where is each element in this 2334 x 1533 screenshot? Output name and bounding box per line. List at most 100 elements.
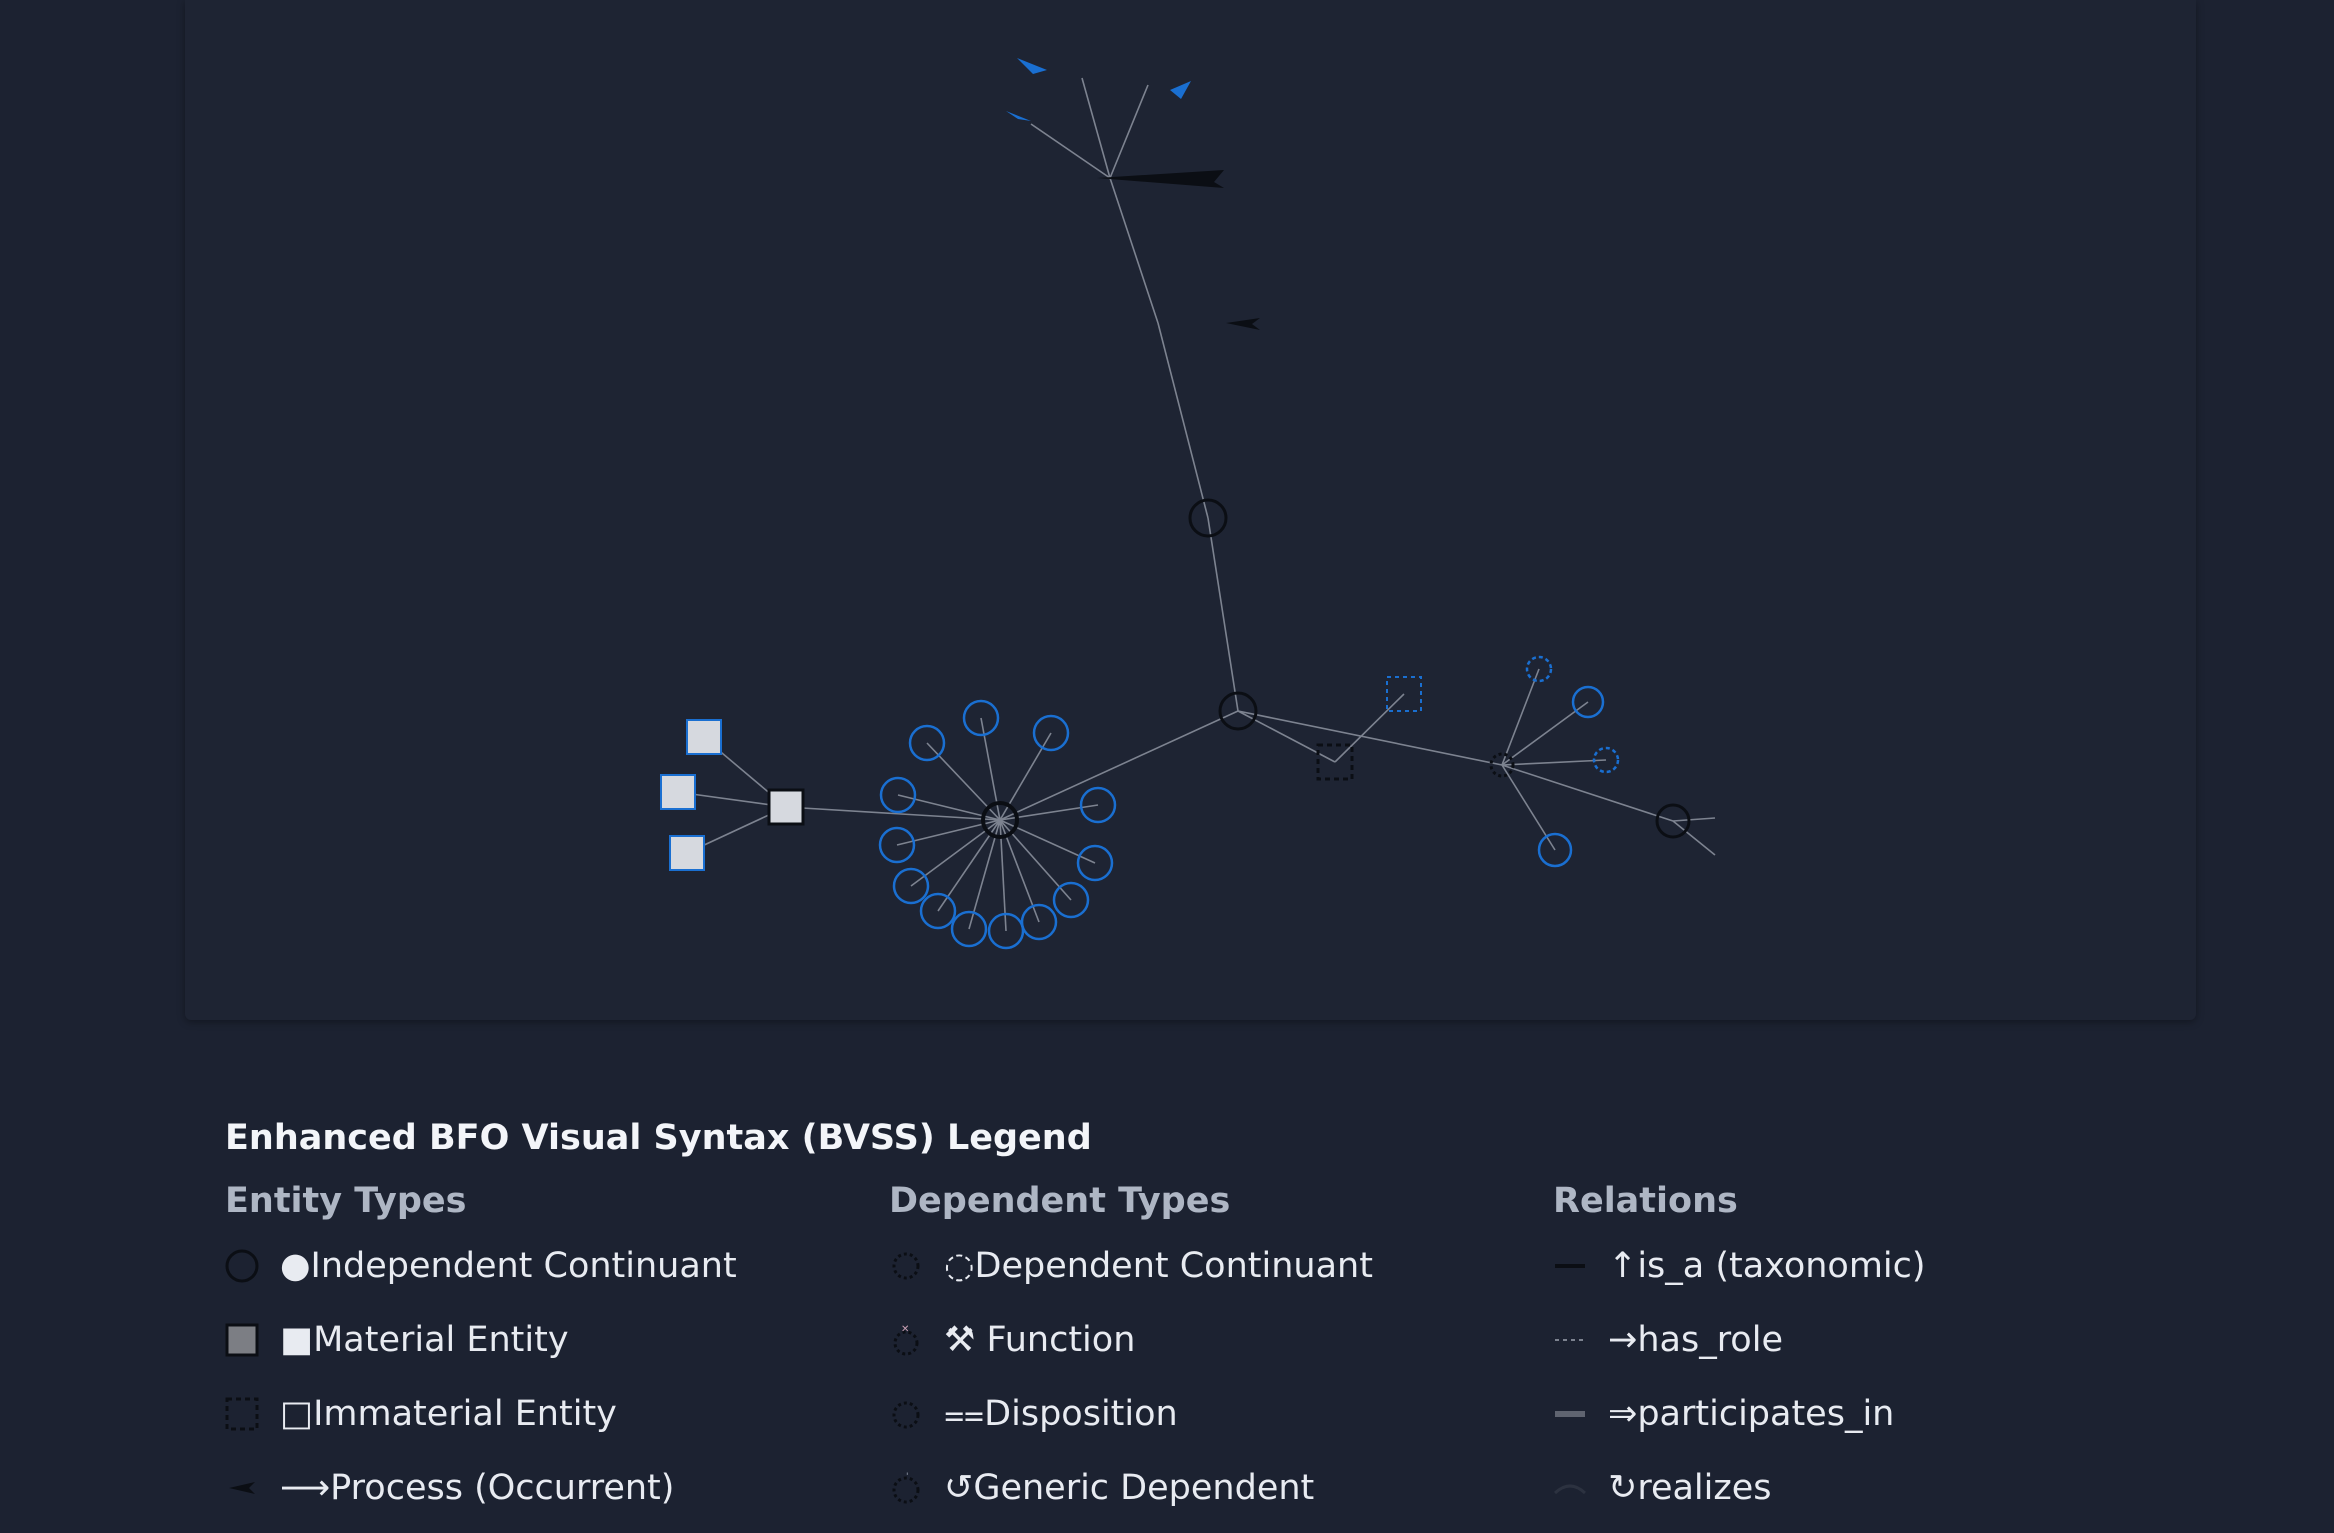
- dependent-continuant-node[interactable]: [1079, 786, 1117, 824]
- process-nodes: [1006, 58, 1260, 330]
- material-entity-node[interactable]: [686, 719, 722, 755]
- legend-column-relations: Relations ↑is_a (taxonomic) →has_role ⇒p…: [1553, 1173, 2193, 1525]
- thick-line-icon: [1555, 1411, 1585, 1417]
- edge: [1109, 177, 1159, 324]
- dependent-continuant-node[interactable]: [878, 826, 916, 864]
- legend-item-label: ↻realizes: [1608, 1468, 1772, 1508]
- legend-item-label: ●Independent Continuant: [280, 1246, 737, 1286]
- edge: [1501, 668, 1540, 766]
- independent-nodes: [981, 498, 1691, 839]
- legend-column-entity-types: Entity Types ●Independent Continuant ■Ma…: [225, 1173, 865, 1525]
- immaterial-entity-node[interactable]: [1386, 676, 1422, 712]
- legend-item-generic-dependent: ' ↺Generic Dependent: [889, 1451, 1529, 1525]
- dotted-circle-icon: [892, 1252, 920, 1280]
- legend-item-label: □Immaterial Entity: [280, 1394, 617, 1434]
- legend-item-material-entity: ■Material Entity: [225, 1303, 865, 1377]
- edge: [1501, 759, 1607, 766]
- process-node[interactable]: [1017, 58, 1047, 74]
- legend-item-label: ⚒ Function: [944, 1320, 1136, 1360]
- process-node[interactable]: [1170, 81, 1191, 99]
- legend-item-label: ⩵Disposition: [944, 1394, 1178, 1434]
- solid-line-icon: [1555, 1264, 1585, 1268]
- legend-item-dependent-continuant: ◌Dependent Continuant: [889, 1229, 1529, 1303]
- legend-title: Enhanced BFO Visual Syntax (BVSS) Legend: [225, 1118, 1092, 1158]
- svg-text:': ': [906, 1472, 908, 1482]
- material-entity-node[interactable]: [669, 835, 705, 871]
- legend-item-label: ■Material Entity: [280, 1320, 569, 1360]
- immaterial-entity-node[interactable]: [1316, 743, 1354, 781]
- ontology-graph[interactable]: [185, 0, 2196, 1020]
- curved-line-icon: [1553, 1484, 1587, 1495]
- legend-item-label: ◌Dependent Continuant: [944, 1246, 1373, 1286]
- edge: [1081, 77, 1111, 179]
- dependent-continuant-node[interactable]: [962, 699, 1000, 737]
- legend-item-immaterial-entity: □Immaterial Entity: [225, 1377, 865, 1451]
- dependent-continuant-node[interactable]: [1592, 746, 1620, 774]
- legend-item-label: →has_role: [1608, 1320, 1783, 1360]
- dependent-continuant-node[interactable]: [892, 867, 930, 905]
- immaterial-nodes: [1316, 676, 1422, 781]
- legend-item-label: ⇒participates_in: [1608, 1394, 1895, 1434]
- dependent-continuant-node[interactable]: [987, 912, 1025, 950]
- material-entity-node[interactable]: [767, 788, 805, 826]
- legend-item-label: ↺Generic Dependent: [944, 1468, 1315, 1508]
- filled-square-icon: [225, 1323, 259, 1357]
- edge: [1237, 710, 1503, 766]
- arrowhead-icon: [229, 1482, 255, 1494]
- edge: [999, 710, 1239, 821]
- legend-item-realizes: ↻realizes: [1553, 1451, 2193, 1525]
- dotted-circle-function-icon: ✕: [893, 1324, 919, 1356]
- dependent-continuant-node[interactable]: [1537, 832, 1573, 868]
- dependent-continuant-node[interactable]: [908, 724, 946, 762]
- dependent-continuant-node[interactable]: [950, 910, 988, 948]
- dependent-continuant-node[interactable]: [1020, 903, 1058, 941]
- independent-continuant-node[interactable]: [1655, 803, 1691, 839]
- edge: [1237, 710, 1336, 763]
- process-node[interactable]: [1226, 318, 1260, 330]
- edge: [1109, 84, 1149, 179]
- legend-heading: Entity Types: [225, 1181, 467, 1221]
- edge: [785, 806, 1001, 821]
- legend-item-independent-continuant: ●Independent Continuant: [225, 1229, 865, 1303]
- generic-dependent-node[interactable]: [1489, 752, 1515, 778]
- process-node[interactable]: [1097, 170, 1224, 188]
- dependent-continuant-node[interactable]: [1076, 844, 1114, 882]
- legend-item-is-a: ↑is_a (taxonomic): [1553, 1229, 2193, 1303]
- legend-item-label: ⟶Process (Occurrent): [280, 1468, 675, 1508]
- svg-text:✕: ✕: [901, 1324, 909, 1335]
- legend-column-dependent-types: Dependent Types ◌Dependent Continuant ✕ …: [889, 1173, 1529, 1525]
- process-node[interactable]: [1006, 111, 1031, 121]
- legend: Enhanced BFO Visual Syntax (BVSS) Legend…: [225, 1110, 2225, 1530]
- edge: [1334, 693, 1405, 763]
- dependent-continuant-node[interactable]: [879, 776, 917, 814]
- material-nodes: [660, 719, 805, 871]
- dependent-nodes: [878, 655, 1620, 950]
- independent-continuant-node[interactable]: [1218, 691, 1258, 731]
- independent-continuant-node[interactable]: [981, 801, 1019, 839]
- dotted-circle-disposition-icon: [892, 1401, 920, 1429]
- legend-item-disposition: ⩵Disposition: [889, 1377, 1529, 1451]
- legend-item-has-role: →has_role: [1553, 1303, 2193, 1377]
- graph-panel[interactable]: [185, 0, 2196, 1020]
- dependent-continuant-node[interactable]: [1525, 655, 1553, 683]
- legend-heading: Dependent Types: [889, 1181, 1231, 1221]
- edge: [1501, 701, 1589, 766]
- circle-outline-icon: [225, 1249, 259, 1283]
- edge: [1157, 322, 1209, 519]
- dependent-continuant-node[interactable]: [1571, 685, 1605, 719]
- legend-item-label: ↑is_a (taxonomic): [1608, 1246, 1926, 1286]
- edge: [1207, 517, 1239, 712]
- edge: [1501, 764, 1674, 822]
- dashed-square-icon: [225, 1397, 259, 1431]
- legend-heading: Relations: [1553, 1181, 1738, 1221]
- independent-continuant-node[interactable]: [1188, 498, 1228, 538]
- legend-item-function: ✕ ⚒ Function: [889, 1303, 1529, 1377]
- edge: [1030, 123, 1111, 179]
- edge: [1672, 820, 1716, 856]
- legend-item-participates-in: ⇒participates_in: [1553, 1377, 2193, 1451]
- dependent-continuant-node[interactable]: [1032, 714, 1070, 752]
- dependent-continuant-node[interactable]: [919, 892, 957, 930]
- material-entity-node[interactable]: [660, 774, 696, 810]
- edge: [1672, 817, 1716, 822]
- dependent-continuant-node[interactable]: [1052, 881, 1090, 919]
